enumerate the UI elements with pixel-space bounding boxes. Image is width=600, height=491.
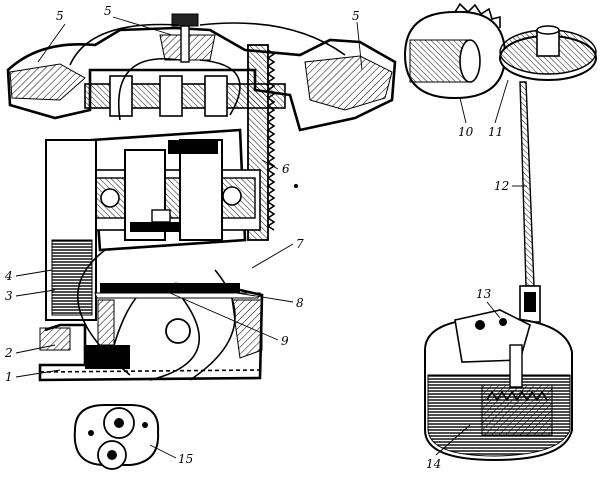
cam-lobe-2 — [159, 75, 183, 117]
oil-pump-pickup — [97, 299, 115, 346]
leader-13 — [486, 301, 501, 319]
crank-web-right — [179, 139, 223, 241]
top-fitting-stem — [180, 25, 190, 63]
label-5a: 5 — [56, 9, 64, 23]
gear-10-teeth — [454, 2, 501, 28]
lower-bearing — [130, 222, 180, 232]
label-4: 4 — [4, 269, 13, 283]
part-labels: 5 5 5 6 7 8 9 4 3 2 1 15 10 11 12 13 14 — [4, 4, 509, 471]
main-bearing-left — [100, 188, 120, 208]
oil-return-inner — [149, 294, 200, 381]
right-head-channel — [304, 55, 393, 111]
pump-drive-assembly — [403, 2, 597, 462]
pump-gear-lower-hub — [107, 450, 117, 460]
sump-wall-left — [39, 327, 71, 351]
leader-11 — [494, 79, 509, 124]
engine-cross-section — [6, 13, 397, 382]
oil-line-cam-2 — [199, 59, 241, 116]
marker-dot — [293, 183, 299, 189]
label-10: 10 — [458, 125, 474, 139]
leader-8 — [174, 282, 294, 303]
label-3: 3 — [5, 289, 13, 303]
pump-gear-cut-teeth — [486, 390, 548, 402]
sump-wall-right — [231, 299, 263, 359]
drain-plug — [165, 318, 191, 344]
leader-5b — [112, 16, 173, 36]
leader-2 — [15, 344, 56, 354]
label-7: 7 — [296, 237, 304, 251]
label-1: 1 — [5, 370, 13, 384]
label-8: 8 — [296, 296, 304, 310]
label-12: 12 — [494, 179, 509, 193]
leader-5c — [356, 21, 363, 71]
coupling-slot — [524, 292, 536, 312]
oil-passage-block — [151, 209, 171, 223]
leader-14 — [435, 424, 471, 456]
label-14: 14 — [426, 457, 441, 471]
label-11: 11 — [488, 125, 503, 139]
label-5b: 5 — [104, 4, 112, 18]
pump-cover-bolt-1 — [475, 320, 485, 330]
leader-9 — [169, 292, 279, 341]
leader-lines — [15, 16, 527, 459]
cam-lobe-1 — [109, 75, 133, 117]
gallery-bottom-edge — [94, 292, 261, 299]
pump-drive-shaft — [519, 81, 535, 287]
left-head-channel — [9, 63, 86, 101]
main-bearing-right — [222, 186, 242, 206]
camshaft-end-face — [459, 39, 481, 83]
leader-1 — [15, 369, 61, 378]
leader-7 — [251, 243, 294, 269]
label-15: 15 — [178, 452, 193, 466]
pump-shaft-lower — [509, 344, 523, 388]
timing-gear-teeth — [266, 49, 276, 231]
leader-3 — [15, 289, 56, 297]
oil-line-right-top — [199, 22, 346, 56]
pump-cover-bolt-2 — [499, 318, 507, 326]
main-oil-gallery — [100, 283, 240, 293]
label-9: 9 — [281, 334, 289, 348]
leader-15 — [149, 444, 177, 459]
oil-pump-body — [85, 345, 130, 369]
oil-line-cam-1 — [118, 58, 181, 121]
cam-lobe-3 — [204, 75, 228, 117]
leader-10 — [459, 97, 467, 124]
label-5c: 5 — [352, 9, 360, 23]
oil-level — [39, 369, 261, 373]
flywheel-hub — [51, 239, 93, 316]
leader-5a — [37, 23, 66, 63]
oil-line-left-top — [69, 23, 179, 66]
gear-hub-top — [536, 25, 560, 35]
leader-4 — [15, 269, 53, 277]
connecting-rod-cap — [168, 140, 218, 154]
label-13: 13 — [476, 287, 492, 301]
label-6: 6 — [282, 162, 290, 176]
leader-6 — [261, 159, 279, 170]
pump-bolt-left — [88, 430, 94, 436]
pump-bolt-right — [142, 422, 148, 428]
oil-pump-detail — [73, 404, 160, 470]
pump-gear-upper-hub — [114, 418, 124, 428]
label-2: 2 — [4, 346, 13, 360]
